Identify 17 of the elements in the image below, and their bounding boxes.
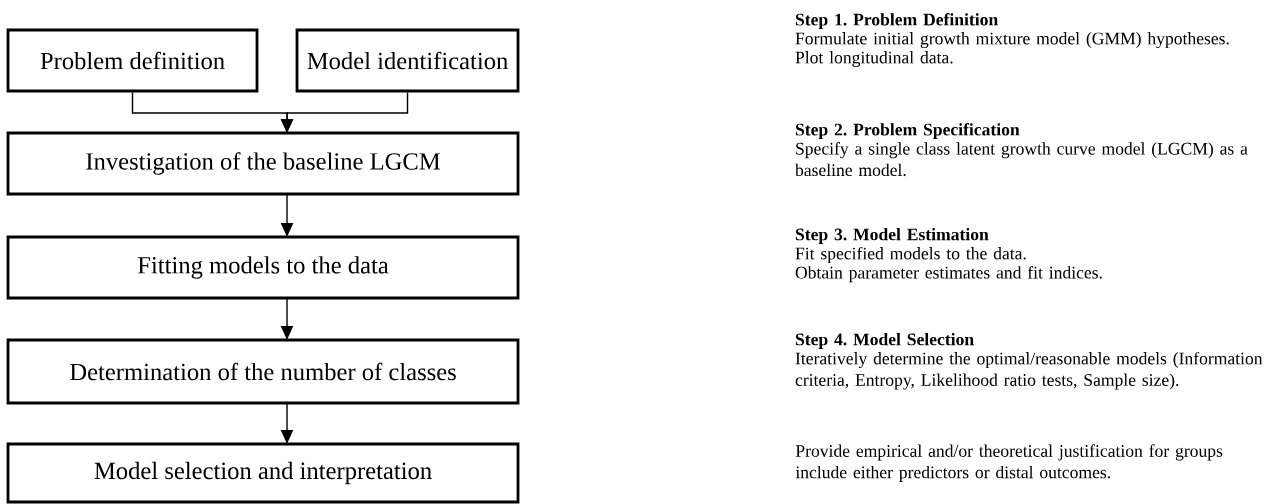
process-box: Fitting models to the data [6, 235, 520, 300]
step-description: Specify a single class latent growth curve model (LGCM) as a baseline model. [795, 142, 1248, 177]
step-description: Plot longitudinal data. [795, 51, 953, 68]
note-text: Provide empirical and/or theoretical justification for groups include either predictors or distal outcomes. [795, 444, 1223, 482]
step-heading: Step 1. Problem Definition [795, 13, 998, 30]
step-heading: Step 2. Problem Specification [795, 123, 1020, 140]
step-description: Obtain parameter estimates and fit indices. [795, 266, 1102, 283]
process-box: Problem definition [6, 28, 259, 93]
step-description: Fit specified models to the data. [795, 246, 1026, 264]
process-box: Model identification [295, 28, 520, 93]
step-heading: Step 3. Model Estimation [795, 228, 989, 244]
step-heading: Step 4. Model Selection [795, 333, 974, 349]
step-description: Iteratively determine the optimal/reasonable models (Information criteria, Entropy, Likelihood ratio tests, Sample size). [795, 351, 1263, 390]
process-box: Determination of the number of classes [6, 338, 520, 405]
process-box: Model selection and interpretation [6, 442, 520, 504]
step-description: Formulate initial growth mixture model (GMM) hypotheses. [795, 32, 1229, 49]
process-box: Investigation of the baseline LGCM [6, 131, 520, 196]
